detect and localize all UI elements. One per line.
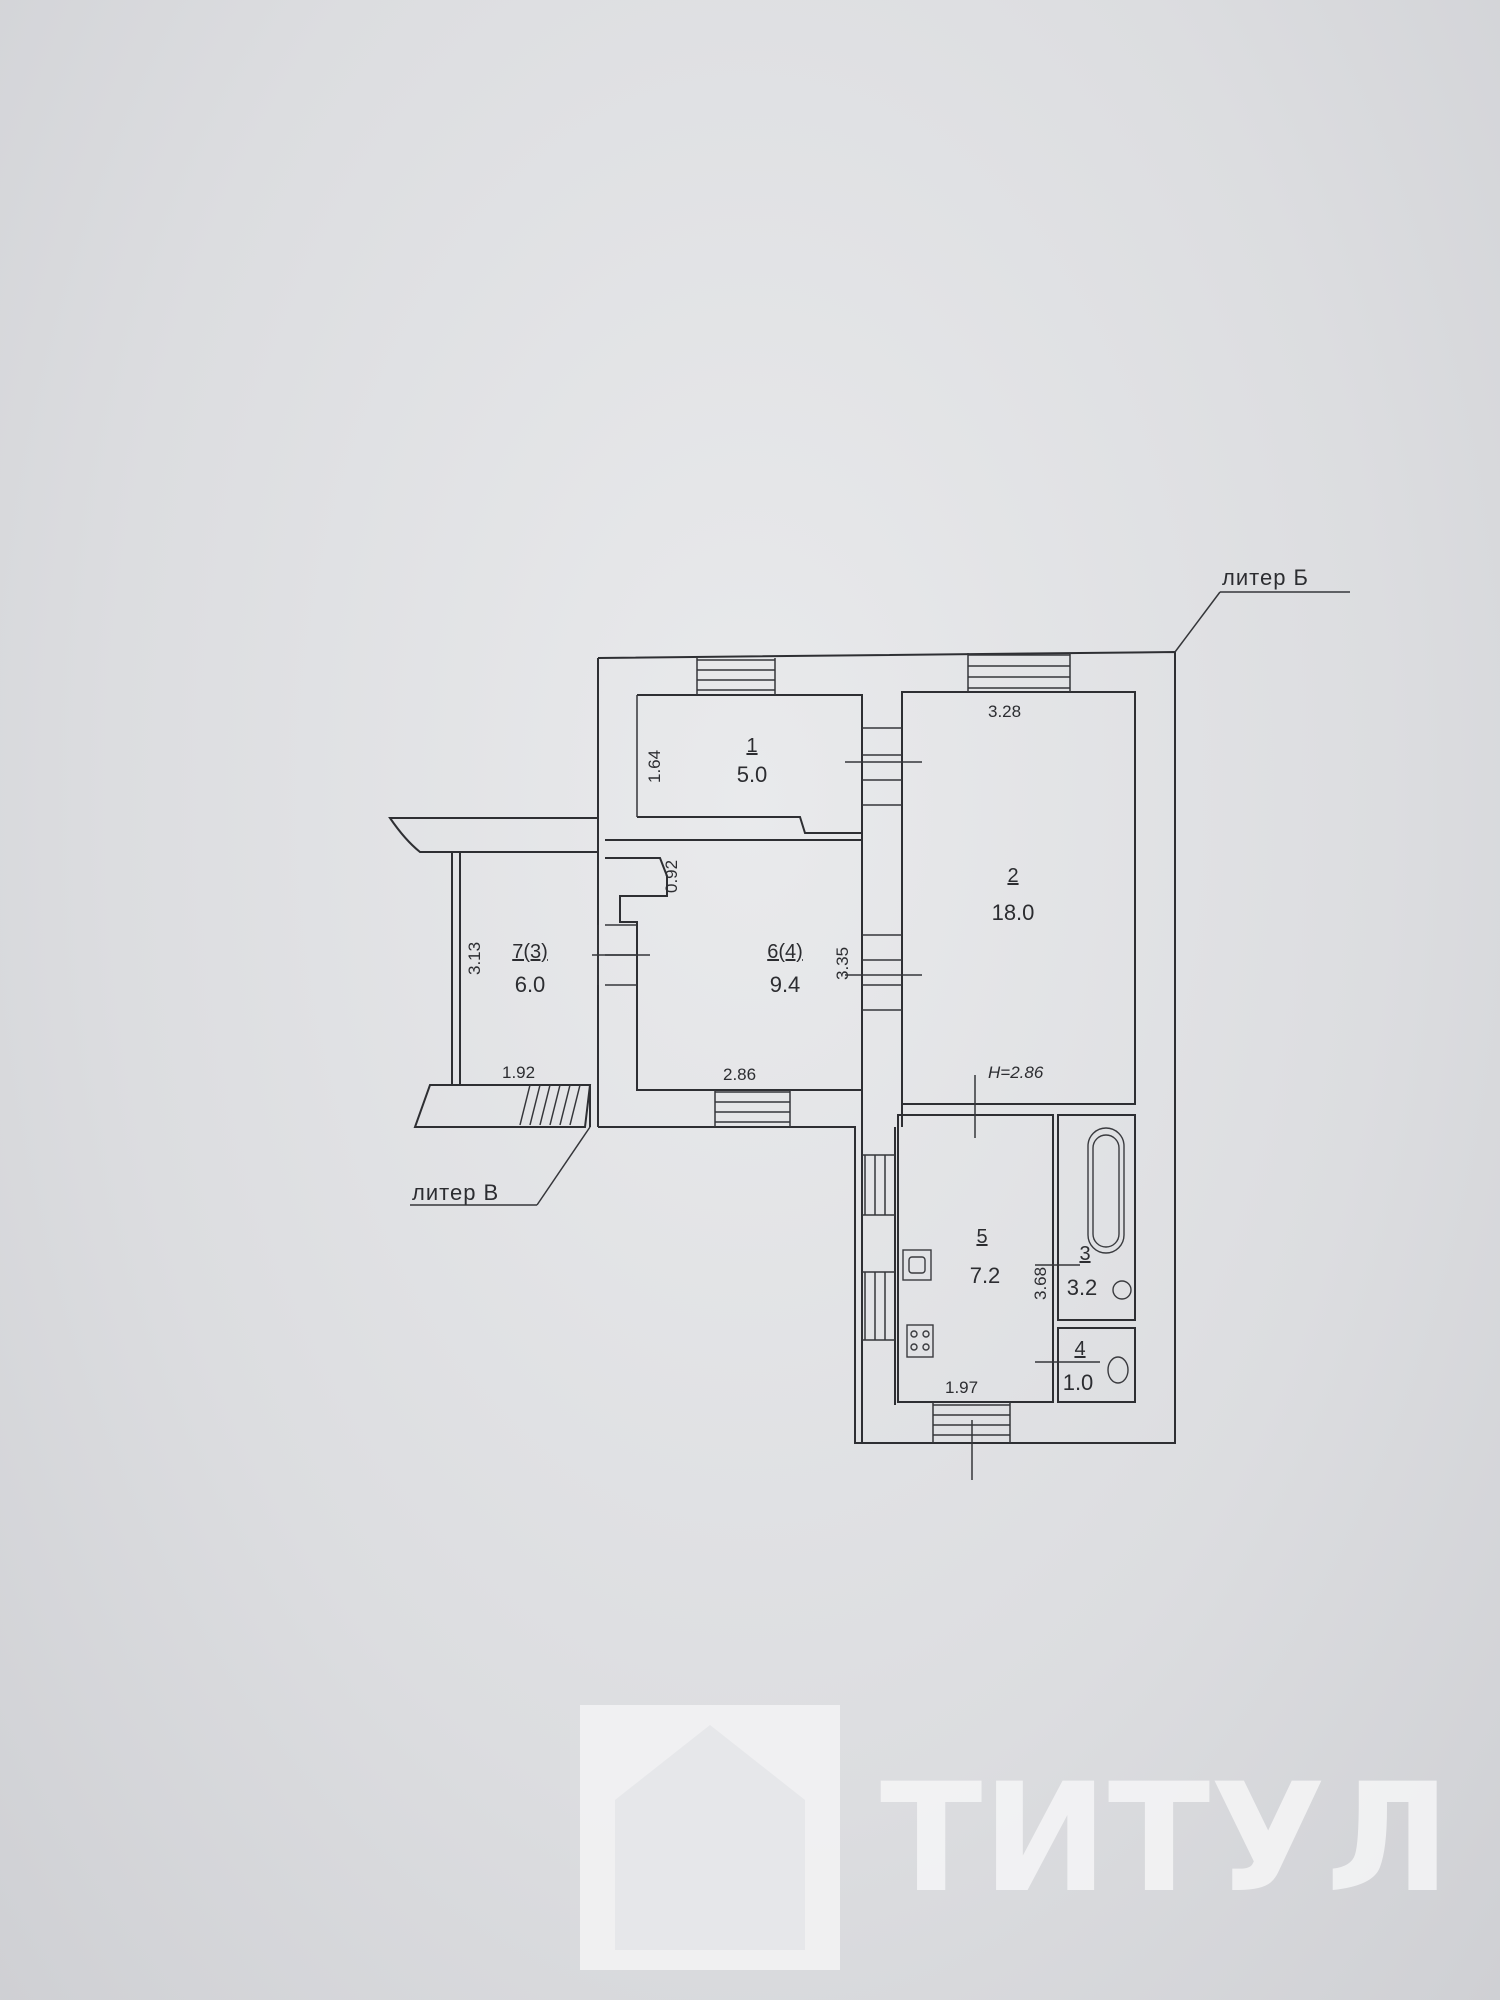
dim-room2-width: 3.28	[988, 702, 1021, 721]
room-number: 2	[1007, 865, 1018, 887]
room-area: 18.0	[992, 900, 1035, 925]
window-room1	[696, 658, 776, 695]
room-4-label: 4 1.0	[1063, 1338, 1094, 1395]
outer-walls	[597, 650, 1176, 1444]
window-room1-right	[862, 727, 902, 806]
room-6	[605, 839, 863, 1091]
room-number: 7(3)	[512, 941, 548, 963]
window-corridor-2	[862, 1271, 895, 1341]
dim-room1-height: 1.64	[645, 750, 664, 783]
windows	[597, 653, 1071, 1443]
room-6-label: 6(4) 9.4	[767, 941, 803, 997]
room-number: 6(4)	[767, 941, 803, 963]
room-area: 1.0	[1063, 1370, 1094, 1395]
room-5	[897, 1114, 1054, 1403]
dim-room6-right: 3.35	[833, 947, 852, 980]
room-7	[388, 817, 599, 1128]
dim-room7-height: 3.13	[465, 942, 484, 975]
liter-b-label: литер Б	[1222, 565, 1309, 590]
room-4	[1057, 1327, 1136, 1403]
room-2	[901, 691, 1136, 1105]
window-room2	[967, 653, 1071, 692]
sink-icon	[1112, 1280, 1132, 1300]
liter-v-leader	[536, 1126, 591, 1206]
kitchen-sink-icon	[902, 1249, 932, 1281]
room-area: 7.2	[970, 1263, 1001, 1288]
room-3	[1057, 1114, 1136, 1321]
toilet-icon	[1107, 1356, 1129, 1384]
room-1-label: 1 5.0	[737, 735, 768, 787]
room-5-label: 5 7.2	[970, 1226, 1001, 1288]
kitchen-fixtures	[902, 1249, 934, 1358]
room-2-label: 2 18.0	[992, 865, 1035, 925]
room-7-label: 7(3) 6.0	[512, 941, 548, 997]
window-room6-right	[862, 934, 902, 1011]
room-3-label: 3 3.2	[1067, 1243, 1098, 1300]
dim-room6-top: 0.92	[662, 860, 681, 893]
dim-room5-width: 1.97	[945, 1378, 978, 1397]
room-number: 3	[1079, 1243, 1090, 1265]
dim-room5-height: 3.68	[1031, 1267, 1050, 1300]
window-corridor-1	[862, 1154, 895, 1216]
ceiling-height: H=2.86	[988, 1063, 1044, 1082]
watermark-text: ТИТУЛ	[880, 1752, 1450, 1926]
room-area: 3.2	[1067, 1275, 1098, 1300]
room-number: 4	[1074, 1338, 1085, 1360]
door-marks	[592, 761, 1080, 1480]
room-number: 1	[746, 735, 757, 757]
stove-icon	[906, 1324, 934, 1358]
hatch-steps	[519, 1084, 581, 1126]
window-room6	[714, 1090, 791, 1127]
room-area: 6.0	[515, 972, 546, 997]
room-area: 5.0	[737, 762, 768, 787]
dim-room7-width: 1.92	[502, 1063, 535, 1082]
liter-b-leader	[1174, 591, 1221, 653]
room-area: 9.4	[770, 972, 801, 997]
room-number: 5	[976, 1226, 987, 1248]
bathtub-icon	[1087, 1127, 1125, 1254]
corridor-walls	[861, 692, 903, 1443]
dimension-labels: 1.64 3.28 0.92 3.35 2.86 3.13 1.92 3.68 …	[465, 702, 1050, 1397]
watermark: ТИТУЛ	[580, 1705, 1450, 1970]
dim-room6-width: 2.86	[723, 1065, 756, 1084]
liter-v-label: литер В	[412, 1180, 499, 1205]
